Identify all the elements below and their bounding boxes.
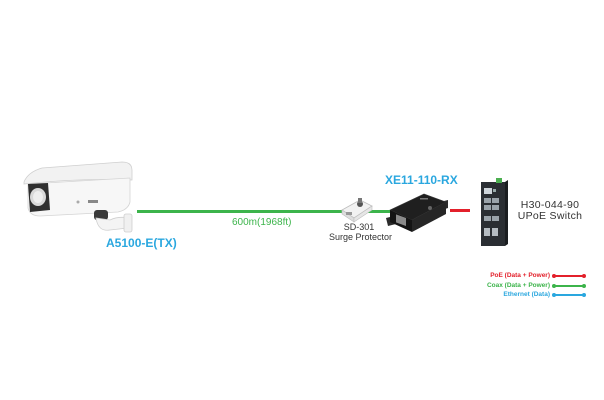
legend-item-ethernet: Ethernet (Data) (470, 291, 586, 298)
legend-swatch-poe (552, 273, 586, 278)
surge-protector-icon (341, 198, 373, 223)
box-camera-icon (23, 161, 133, 233)
industrial-switch-icon (481, 178, 508, 246)
legend-label-poe: PoE (Data + Power) (490, 272, 550, 279)
camera-device (18, 158, 138, 238)
surge-protector-device (338, 196, 378, 224)
surge-protector-description: Surge Protector (329, 232, 393, 242)
switch-device (478, 176, 510, 248)
coax-cable-line (137, 210, 390, 213)
legend: PoE (Data + Power) Coax (Data + Power) E… (470, 270, 590, 302)
legend-label-ethernet: Ethernet (Data) (503, 291, 550, 298)
legend-item-coax: Coax (Data + Power) (470, 282, 586, 289)
coax-distance-label: 600m(1968ft) (232, 217, 292, 228)
legend-item-poe: PoE (Data + Power) (470, 272, 586, 279)
receiver-label: XE11-110-RX (385, 173, 458, 187)
switch-model: H30-044-90 (520, 199, 580, 211)
switch-description: UPoE Switch (517, 210, 583, 222)
camera-label: A5100-E(TX) (106, 236, 177, 250)
poe-cable-line (450, 209, 470, 212)
ethernet-extender-icon (386, 193, 448, 232)
legend-swatch-ethernet (552, 292, 586, 297)
receiver-device (384, 188, 450, 236)
surge-protector-model: SD-301 (343, 222, 375, 232)
legend-swatch-coax (552, 283, 586, 288)
legend-label-coax: Coax (Data + Power) (486, 282, 550, 289)
